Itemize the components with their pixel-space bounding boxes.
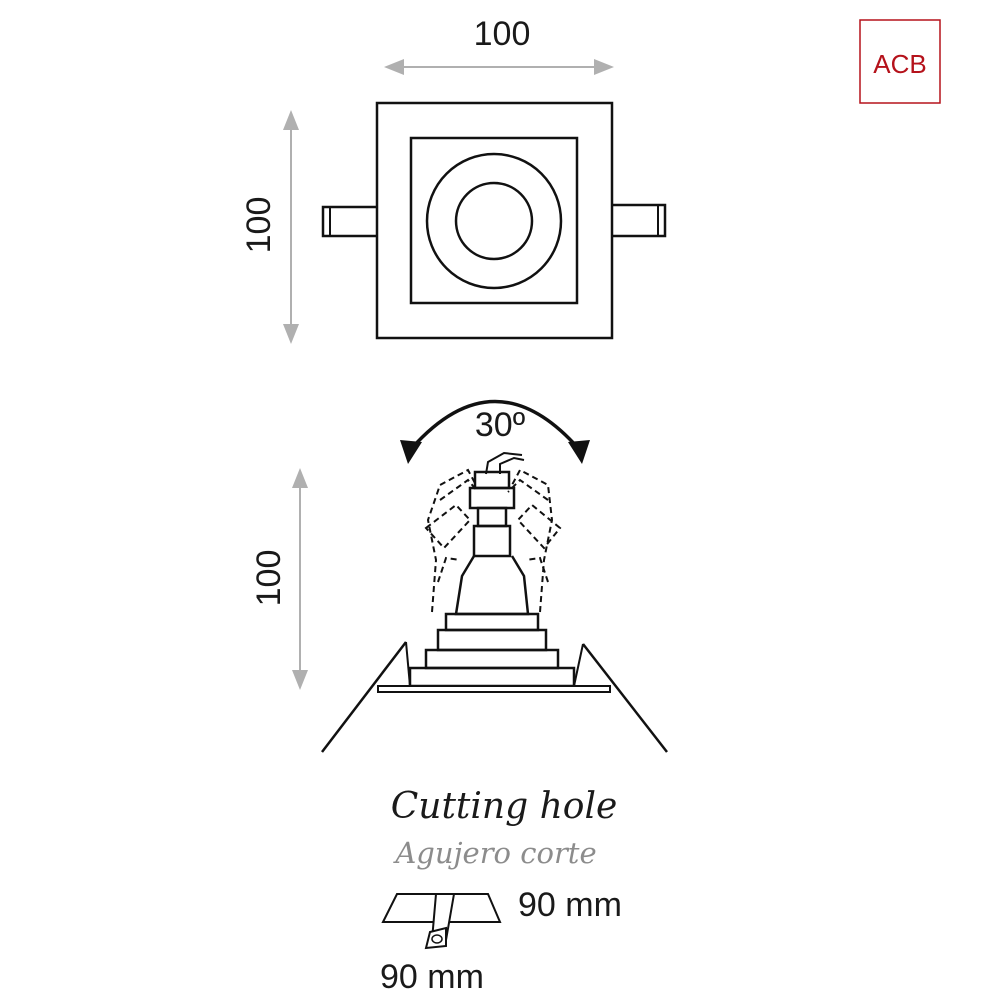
top-width-dimension: 100	[384, 15, 614, 75]
cutting-hole-title: Cutting hole	[391, 786, 618, 827]
lens	[454, 181, 534, 261]
outer-ring	[425, 152, 563, 290]
cutting-hole-width-label: 90 mm	[518, 886, 622, 924]
tilt-indicator: 30º	[400, 399, 590, 464]
right-clip	[612, 203, 667, 238]
cutting-hole-depth-label: 90 mm	[380, 958, 484, 996]
cutting-hole-subtitle: Agujero corte	[392, 836, 596, 870]
ceiling-section	[321, 641, 668, 753]
left-clip	[321, 205, 377, 238]
inner-frame	[409, 136, 579, 305]
brand-name: ACB	[873, 49, 926, 79]
brand-logo: ACB	[859, 19, 941, 104]
cable	[485, 451, 523, 475]
cutting-hole-section: Cutting hole Agujero corte 90 mm 90 mm	[380, 786, 622, 996]
tilt-ghost-outline	[424, 468, 562, 613]
top-height-dimension: 100	[240, 110, 299, 344]
side-view: 30º 100	[250, 399, 668, 753]
top-view: 100 100	[240, 15, 667, 344]
cutting-hole-icon	[381, 893, 502, 950]
top-height-label: 100	[240, 197, 278, 254]
side-height-dimension: 100	[250, 468, 308, 690]
outer-frame	[375, 101, 614, 340]
tilt-label: 30º	[475, 406, 525, 444]
top-width-label: 100	[474, 15, 531, 53]
side-height-label: 100	[250, 550, 288, 607]
